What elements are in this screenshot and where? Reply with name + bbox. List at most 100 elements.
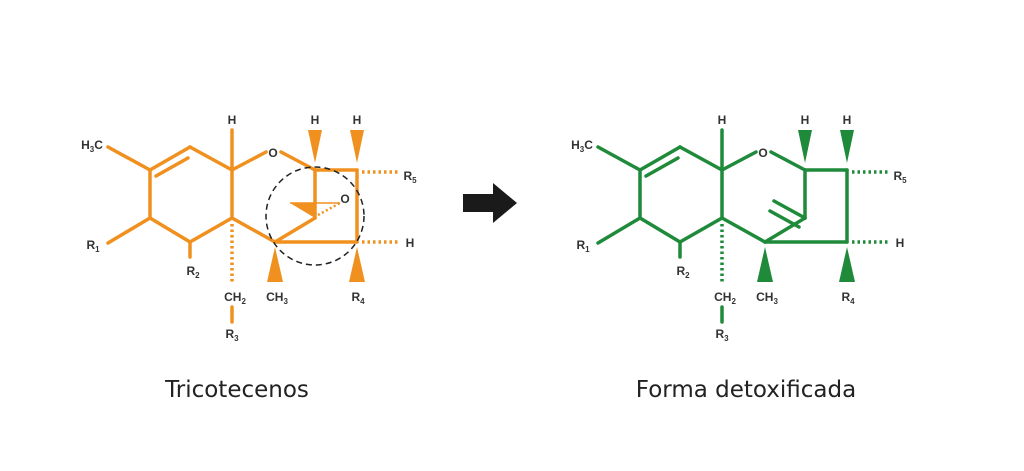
label-part: R [841, 290, 850, 304]
label-part: 4 [850, 297, 855, 306]
label-o-ring: O [758, 146, 767, 160]
wedge-h [308, 130, 322, 163]
label-part: 4 [360, 297, 365, 306]
highlight-epoxide-circle [265, 166, 365, 266]
wedge-ch3 [757, 247, 773, 282]
label-r5: R5 [893, 169, 907, 185]
label-part: R [403, 169, 412, 183]
label-h-mid: H [311, 113, 320, 127]
label-h3c: H3C [81, 138, 103, 154]
label-ch3: CH3 [266, 290, 288, 306]
label-part: H [718, 113, 727, 127]
label-part: O [340, 192, 349, 206]
caption-detoxified: Forma detoxificada [636, 377, 856, 403]
bond-methyl [596, 145, 642, 172]
label-part: 3 [90, 145, 95, 154]
label-part: H [571, 138, 580, 152]
label-part: 5 [412, 176, 417, 185]
wedge-h [798, 130, 812, 163]
label-part: 2 [685, 271, 690, 280]
label-r3: R3 [225, 327, 239, 343]
label-r2: R2 [676, 264, 690, 280]
label-part: H [406, 236, 415, 250]
label-r2: R2 [186, 264, 200, 280]
label-ch2: CH2 [224, 290, 246, 306]
label-h-top: H [228, 113, 237, 127]
wedge-h [350, 130, 364, 163]
label-part: R [893, 169, 902, 183]
reaction-arrow-icon [463, 183, 517, 223]
label-h-mid: H [801, 113, 810, 127]
bond-o [769, 150, 807, 172]
label-part: H [353, 113, 362, 127]
bond [638, 216, 682, 244]
label-r4: R4 [351, 290, 365, 306]
label-h-right: H [843, 113, 852, 127]
label-part: CH [224, 290, 241, 304]
label-part: R [225, 327, 234, 341]
bond [188, 216, 234, 244]
label-part: 3 [283, 297, 288, 306]
label-part: H [896, 236, 905, 250]
label-ch2: CH2 [714, 290, 736, 306]
label-part: H [228, 113, 237, 127]
label-part: O [268, 146, 277, 160]
bond-exo-double [768, 209, 801, 229]
label-part: R [351, 290, 360, 304]
label-o-epoxide: O [340, 192, 349, 206]
bond-r1 [596, 216, 642, 245]
label-part: 2 [241, 297, 246, 306]
bond-double [148, 145, 192, 172]
label-part: R [715, 327, 724, 341]
label-part: 2 [195, 271, 200, 280]
bond-double-inner [154, 156, 190, 178]
label-h-top: H [718, 113, 727, 127]
bond [230, 216, 277, 244]
bond-o [720, 150, 758, 172]
label-h3c: H3C [571, 138, 593, 154]
bond [678, 216, 724, 244]
bond [148, 216, 192, 244]
bond-r1 [106, 216, 152, 245]
label-part: CH [756, 290, 773, 304]
bond-double-inner [644, 156, 680, 178]
label-part: H [843, 113, 852, 127]
label-ch3: CH3 [756, 290, 778, 306]
label-r1: R1 [86, 238, 100, 254]
label-part: 3 [580, 145, 585, 154]
wedge-ch3 [267, 247, 283, 282]
label-r5: R5 [403, 169, 417, 185]
label-h-side: H [406, 236, 415, 250]
label-part: 3 [773, 297, 778, 306]
label-r4: R4 [841, 290, 855, 306]
label-part: C [94, 138, 103, 152]
label-part: 5 [902, 176, 907, 185]
label-part: H [801, 113, 810, 127]
bond-methyl [106, 145, 152, 172]
label-r1: R1 [576, 238, 590, 254]
label-part: 3 [234, 334, 239, 343]
bond [678, 145, 724, 172]
label-h-side: H [896, 236, 905, 250]
label-part: 2 [731, 297, 736, 306]
wedge-r4 [839, 247, 855, 282]
wedge-r4 [349, 247, 365, 282]
bond-exo-double [772, 199, 807, 220]
label-part: CH [714, 290, 731, 304]
label-part: 1 [585, 245, 590, 254]
label-o-ring: O [268, 146, 277, 160]
bond [188, 145, 234, 172]
wedge-epoxide [290, 203, 316, 218]
label-part: O [758, 146, 767, 160]
wedge-h [840, 130, 854, 163]
bond-double [638, 145, 682, 172]
label-part: R [86, 238, 95, 252]
label-part: H [311, 113, 320, 127]
label-part: H [81, 138, 90, 152]
bond-o [230, 150, 268, 172]
label-part: R [186, 264, 195, 278]
label-part: R [676, 264, 685, 278]
